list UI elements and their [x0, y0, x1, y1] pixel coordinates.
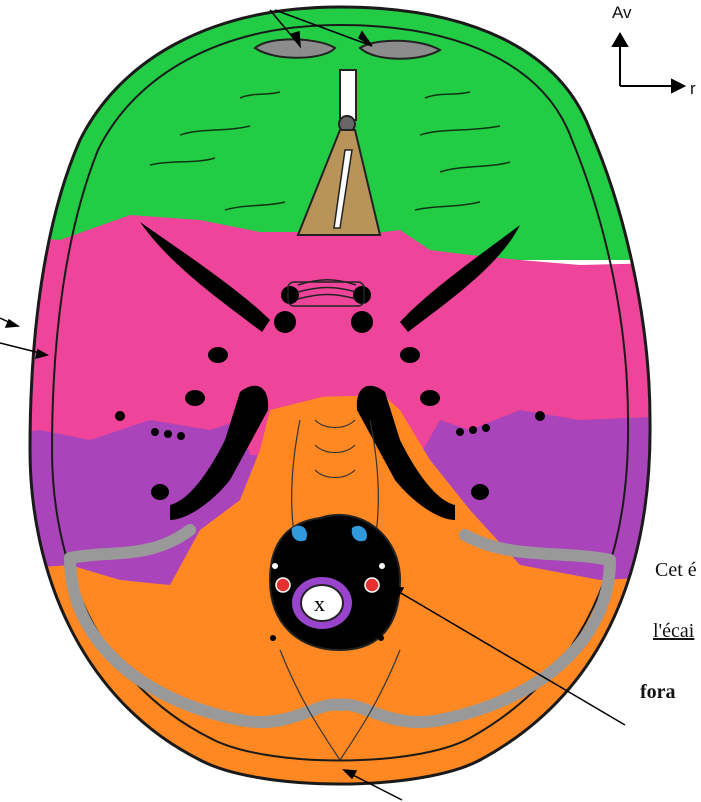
condylar-dot-2 [379, 563, 385, 569]
compass-anterior-label: Av [612, 3, 632, 23]
caption-line-2: l'écai [653, 620, 694, 643]
crista-galli [340, 70, 356, 120]
compass [613, 34, 684, 92]
dot-right [378, 635, 384, 641]
compass-right-label: r [690, 79, 696, 99]
caption-line-1: Cet é [655, 559, 697, 582]
hypoglossal-canal-right [365, 578, 379, 592]
caption-line-3: fora [640, 681, 676, 704]
dot-left [270, 635, 276, 641]
dens-symbol: x [314, 591, 325, 616]
condylar-dot-1 [272, 563, 278, 569]
hypoglossal-canal-left [276, 578, 290, 592]
